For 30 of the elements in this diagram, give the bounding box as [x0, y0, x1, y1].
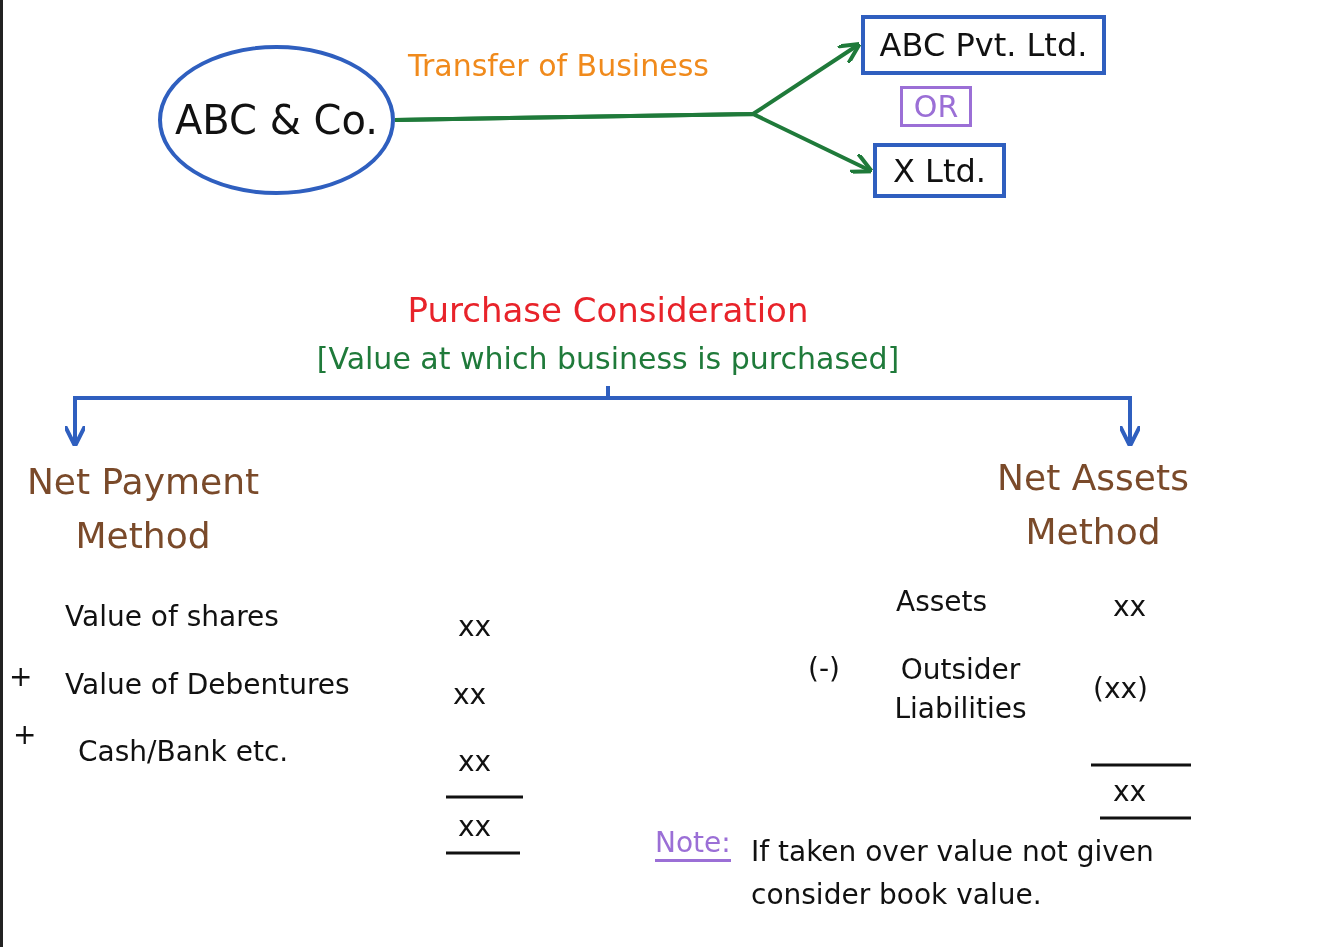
row-label: Outsider Liabilities	[893, 652, 1028, 728]
amount: xx	[1113, 590, 1147, 623]
node-text: ABC & Co.	[174, 96, 379, 145]
method-title: Net Payment Method	[25, 460, 261, 558]
method-title: Net Assets Method	[996, 456, 1190, 554]
heading-text: Purchase Consideration	[407, 289, 809, 332]
row-label: Value of Debentures	[65, 668, 350, 701]
company-box	[861, 15, 1106, 75]
arrow	[394, 112, 874, 174]
amount: xx	[453, 678, 487, 711]
node-text: ABC Pvt. Ltd.	[879, 25, 1088, 66]
row-label: Value of shares	[65, 600, 279, 633]
note-heading: Note:	[655, 826, 731, 862]
amount: (xx)	[1093, 672, 1148, 705]
minus-sign: (-)	[808, 652, 840, 685]
note-text: If taken over value not given consider book value.	[751, 834, 1155, 914]
plus-sign: +	[9, 660, 33, 693]
ellipse-node	[158, 45, 395, 195]
amount: xx	[458, 610, 492, 643]
or-label: OR	[900, 86, 972, 127]
total-amount: xx	[458, 810, 492, 843]
node-text: X Ltd.	[893, 150, 986, 192]
total-amount: xx	[1113, 775, 1147, 808]
amount: xx	[458, 745, 492, 778]
row-label: Assets	[896, 585, 988, 618]
company-box	[873, 143, 1006, 198]
plus-sign: +	[13, 718, 37, 751]
row-label: Cash/Bank etc.	[78, 735, 289, 768]
subheading-text: [Value at which business is purchased]	[316, 340, 900, 378]
arrow	[606, 386, 1142, 448]
